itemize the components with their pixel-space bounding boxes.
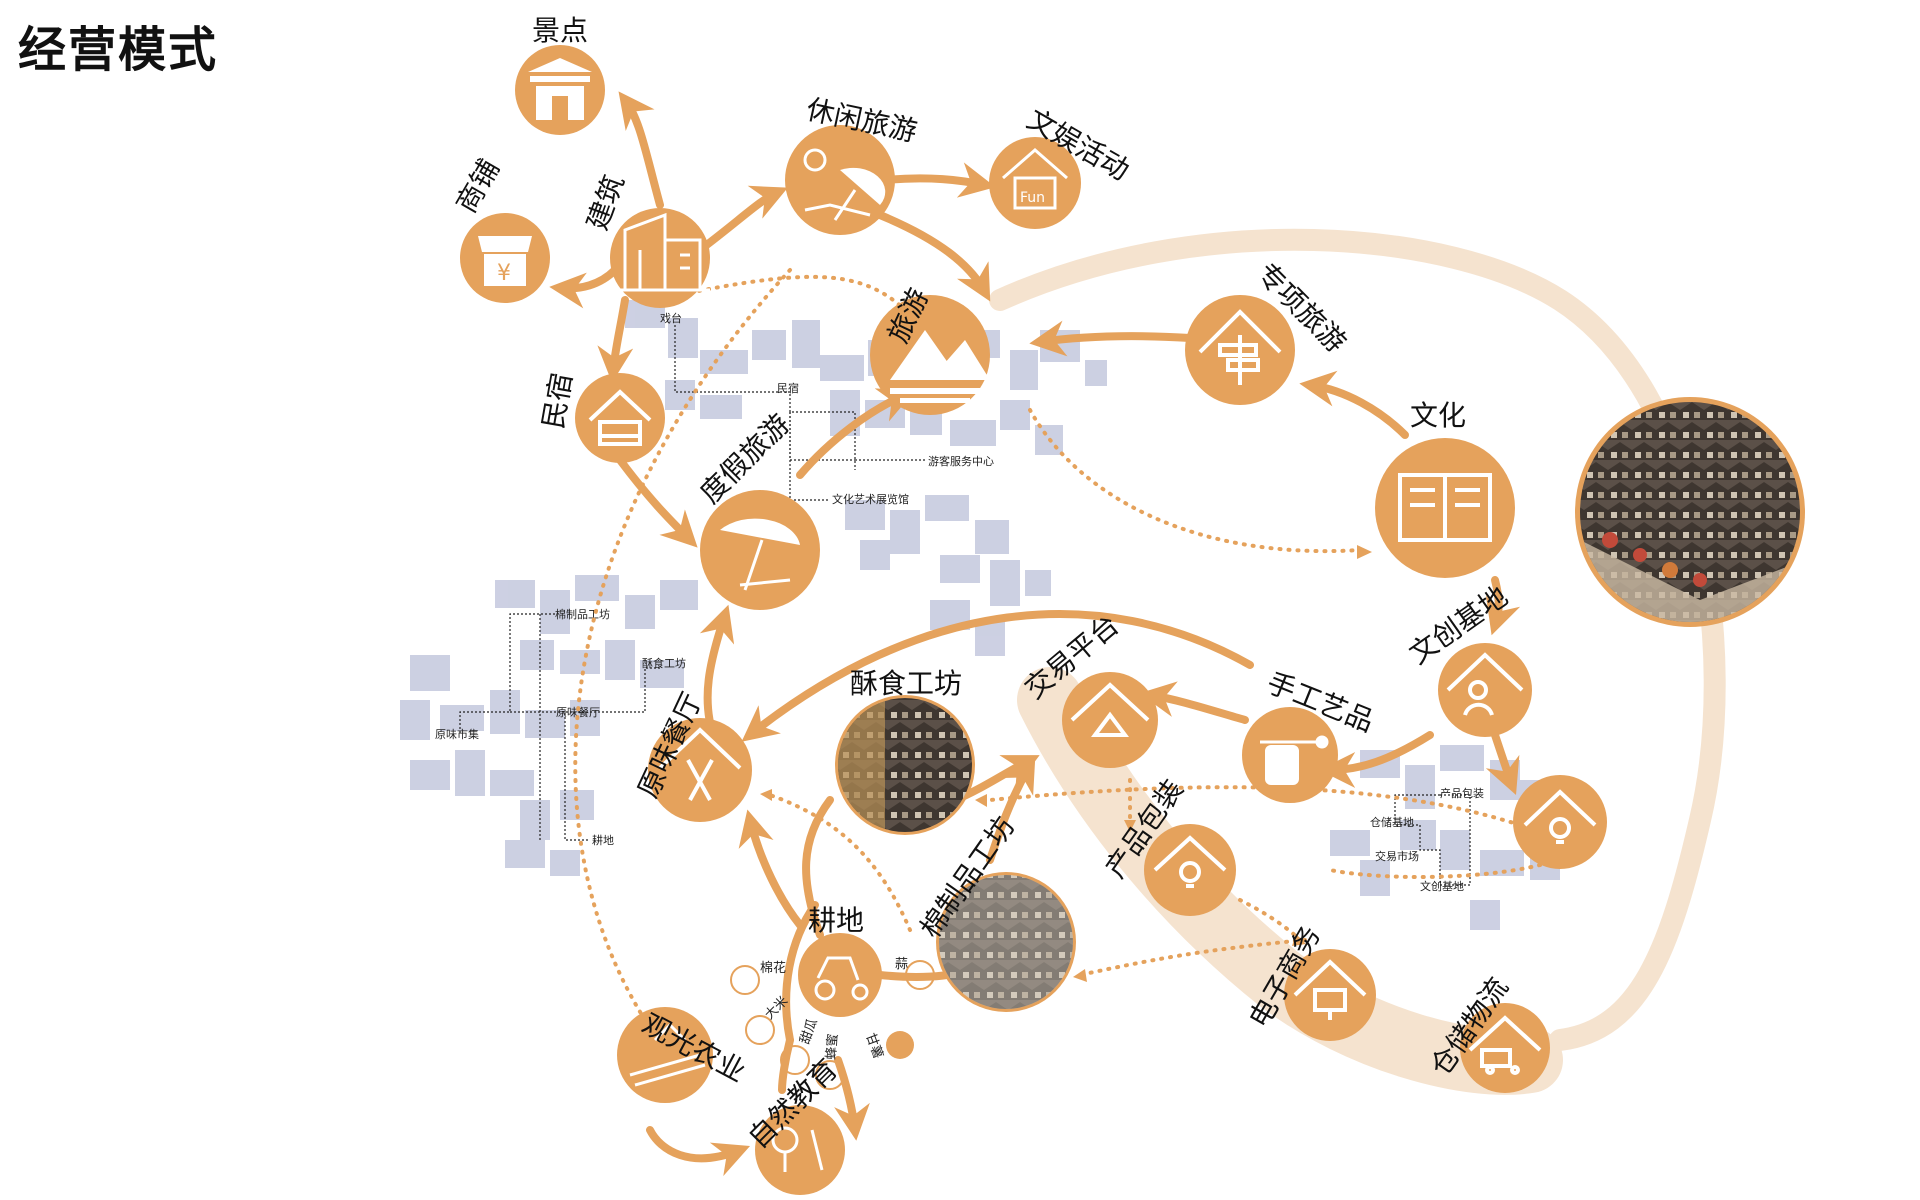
crop-label-tiangua: 甜瓜 [797,1016,821,1046]
map-label-minsu: 民宿 [777,381,799,395]
house-bulb-icon [1153,835,1227,888]
fun-text: Fun [1020,190,1045,206]
label-jingdian: 景点 [532,14,588,47]
map-label-wenchuang: 文创基地 [1420,879,1464,893]
svg-text:¥: ¥ [497,261,511,286]
map-label-xitai: 戏台 [660,311,682,325]
trees-pencil-icon [771,1126,824,1172]
map-label-shiji: 原味市集 [435,727,479,741]
village-photo [1575,397,1805,627]
node-circles [460,45,1607,1195]
crop-label-fengmi: 蜂蜜 [824,1033,841,1060]
label-gengdi: 耕地 [808,904,864,937]
sun-umbrella-icon [803,148,886,221]
map-label-jiaoyi-market: 交易市场 [1375,849,1419,863]
industry-loop-band [989,228,1726,1095]
page-title: 经营模式 [18,22,219,78]
hand-wheat-icon [1260,735,1329,785]
house-cutlery-icon [658,727,742,801]
house-person-icon [1446,652,1524,716]
tractor-icon [814,956,869,1001]
node-mianzhi-photo [936,872,1076,1012]
map-label-gengdi: 耕地 [592,833,614,847]
dotted-arrowheads [760,545,1372,982]
map-label-chanpin: 产品包装 [1440,786,1484,800]
field-icon [629,1022,706,1087]
map-label-yuanwei: 原味餐厅 [556,705,600,719]
house-signpost-icon [1198,309,1282,385]
book-icon [1398,473,1492,542]
building-icon [615,212,710,292]
beach-umbrella-icon [720,518,800,591]
map-label-mianzhipin: 棉制品工坊 [555,607,610,621]
crop-label-ganshu: 甘薯 [862,1031,885,1061]
map-label-visitor-center: 游客服务中心 [928,454,994,468]
gate-icon [528,58,592,120]
map-label-art-museum: 文化艺术展览馆 [832,492,909,506]
map-label-cangchu: 仓储基地 [1370,815,1414,829]
label-wenhua: 文化 [1410,399,1466,432]
house-truck-icon [1468,1015,1542,1075]
label-minsu: 民宿 [536,370,578,431]
house-lightbulb-icon [1523,789,1597,844]
node-sushi-photo [835,695,975,835]
house-recycle-icon [1070,682,1150,737]
shop-yuan-icon: ¥ [478,236,532,286]
crop-label-suan: 蒜 [895,957,908,972]
mountain-icon [890,330,990,403]
map-label-sushi: 酥食工坊 [642,656,686,670]
map-annotations-upper: 戏台 民宿 游客服务中心 文化艺术展览馆 [660,311,994,506]
house-computer-icon [1293,959,1367,1020]
fun-calendar-icon: Fun [1002,148,1068,210]
house-bed-icon [588,389,652,446]
map-annotations-right: 产品包装 仓储基地 交易市场 文创基地 [1370,786,1484,893]
crop-label-mianhua: 棉花 [760,960,786,976]
label-shangpu: 商铺 [449,153,506,218]
label-sushi: 酥食工坊 [850,667,962,700]
